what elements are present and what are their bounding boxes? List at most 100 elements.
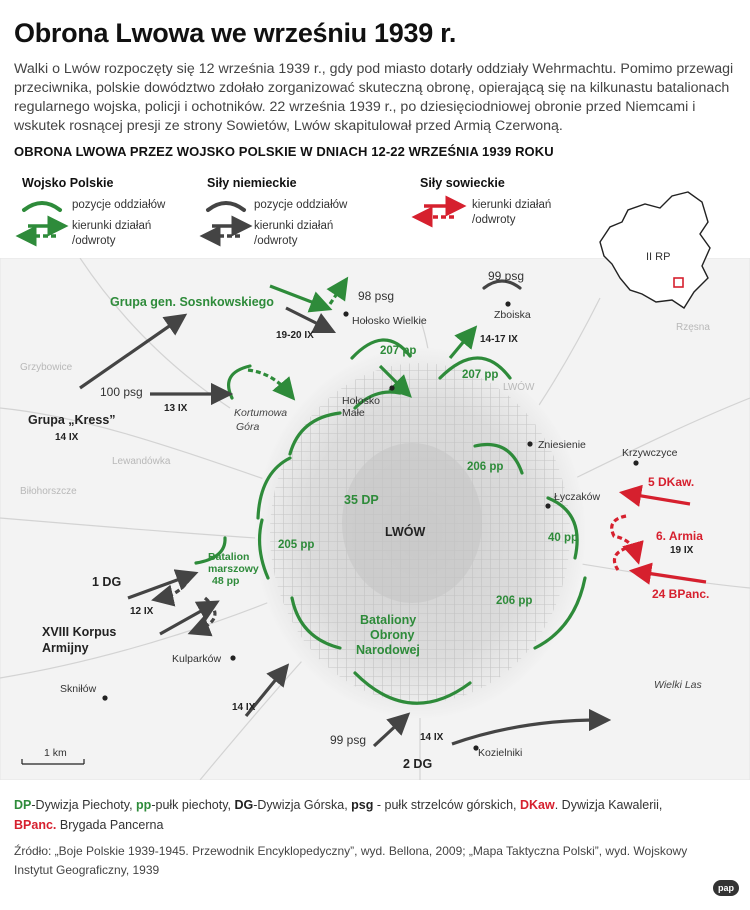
abbr-psg: psg [351,798,374,812]
legend-polish-positions: pozycje oddziałów [72,199,166,211]
label-sosnkowski: Grupa gen. Sosnkowskiego [110,295,274,309]
legend-polish-retreats: /odwroty [72,235,116,247]
inset-label: II RP [646,251,670,263]
date-14-kress: 14 IX [55,432,79,443]
place-zniesienie: Zniesienie [538,439,586,451]
label-kress: Grupa „Kress” [28,413,116,427]
polish-positions [194,338,587,705]
label-bon-1: Bataliony [360,613,416,627]
arrow-kortumowa-retreat [247,368,296,401]
label-bon-3: Narodowej [356,643,420,657]
date-14-sw: 14 IX [232,702,256,713]
arc-w1 [256,456,292,520]
arrow-sosnkowski-retreat [326,276,349,305]
arc-207pp-ne [438,356,512,380]
arc-bat48 [194,536,227,565]
arrow-98psg [285,306,337,334]
date-14-17: 14-17 IX [480,334,518,345]
german-positions [482,279,522,290]
label-5dkaw: 5 DKaw. [648,475,694,489]
svg-text:Rzęsna: Rzęsna [676,322,710,333]
label-205pp: 205 pp [278,539,314,551]
city-label: LWÓW [385,524,425,539]
arrow-24bpanc [628,562,707,585]
place-kortumowa-2: Góra [236,421,260,433]
date-19-20: 19-20 IX [276,330,314,341]
arrow-2dg [451,708,612,746]
label-98psg: 98 psg [358,289,394,303]
source-note: Źródło: „Boje Polskie 1939-1945. Przewod… [14,844,688,877]
place-wielki-las: Wielki Las [654,679,703,691]
place-zboiska: Zboiska [494,309,531,321]
legend-german-heading: Siły niemieckie [207,176,297,190]
label-corps-1: XVIII Korpus [42,625,116,639]
legend-german-arc [206,201,246,212]
label-24bpanc: 24 BPanc. [652,587,709,601]
arc-south [353,671,472,705]
label-207pp-north: 207 pp [380,345,416,357]
svg-text:Lewandówka: Lewandówka [112,456,171,467]
pap-logo: pap [713,880,739,896]
abbr-bpanc: BPanc. [14,818,57,832]
arc-206pp-east [473,442,524,475]
place-lyczakow: Łyczaków [554,491,601,503]
legend-german-positions: pozycje oddziałów [254,199,348,211]
arrow-1417 [448,325,478,360]
page-title: Obrona Lwowa we wrześniu 1939 r. [14,18,457,48]
arrow-corps [159,600,220,636]
place-krzywczyce: Krzywczyce [622,447,678,459]
intro-text: Walki o Lwów rozpoczęty się 12 września … [14,61,734,134]
inset-map: II RP [599,191,711,309]
abbr-dp: DP [14,798,32,812]
arc-sw [290,596,342,650]
legend-soviet-heading: Siły sowieckie [420,176,505,190]
label-6armia: 6. Armia [656,529,703,543]
place-holosko-male-2: Małe [342,407,365,419]
arrow-99psg-south [372,712,411,748]
label-99psg-south: 99 psg [330,733,366,747]
label-corps-2: Armijny [42,641,89,655]
place-kozielniki: Kozielniki [478,747,522,759]
abbr-dp-text: -Dywizja Piechoty, [31,798,137,812]
legend-polish-directions: kierunki działań [72,220,152,232]
label-100psg: 100 psg [100,385,143,399]
place-dots [102,301,639,751]
label-bon-2: Obrony [370,628,414,642]
abbr-pp-text: -pułk piechoty, [151,798,235,812]
arc-207pp-north [350,338,412,360]
arc-nw [288,411,342,456]
place-holosko-male-1: Hołosko [342,395,380,407]
arrow-5dkaw [618,484,691,507]
label-2dg: 2 DG [403,757,432,771]
scale-bar: 1 km [21,747,85,765]
svg-text:Biłohorszcze: Biłohorszcze [20,486,77,497]
abbr-dkaw: DKaw [519,798,555,812]
abbr-dkaw-text: . Dywizja Kawalerii, [554,798,663,812]
place-holosko-wielkie: Hołosko Wielkie [352,315,427,327]
legend-polish-arc [22,201,62,212]
arrow-holosko [378,364,412,398]
label-35dp: 35 DP [344,493,379,507]
arc-206pp-se [533,576,587,650]
arc-w2 [257,518,270,580]
svg-text:Grzybowice: Grzybowice [20,362,73,373]
date-13: 13 IX [164,403,188,414]
inset-lwow-marker [673,277,684,288]
date-12: 12 IX [130,606,154,617]
scale-label: 1 km [44,747,67,759]
arrow-14ix-sw [244,663,290,718]
arrow-1dg-retreat [151,577,192,607]
arc-99psg-zboiska [482,279,522,290]
legend-german-directions: kierunki działań [254,220,334,232]
legend-soviet-directions: kierunki działań [472,199,552,211]
label-bat-1: Batalion [208,551,249,563]
arrow-corps-retreat [187,596,217,637]
abbr-psg-text: - pułk strzelców górskich, [373,798,520,812]
arrow-sosnkowski [269,284,333,313]
poland-outline [599,191,711,309]
arc-40pp [546,496,579,560]
label-1dg: 1 DG [92,575,121,589]
label-99psg-north: 99 psg [488,269,524,283]
abbreviations-legend: DP-Dywizja Piechoty, pp-pułk piechoty, D… [14,795,739,835]
abbr-bpanc-text: Brygada Pancerna [56,818,164,832]
